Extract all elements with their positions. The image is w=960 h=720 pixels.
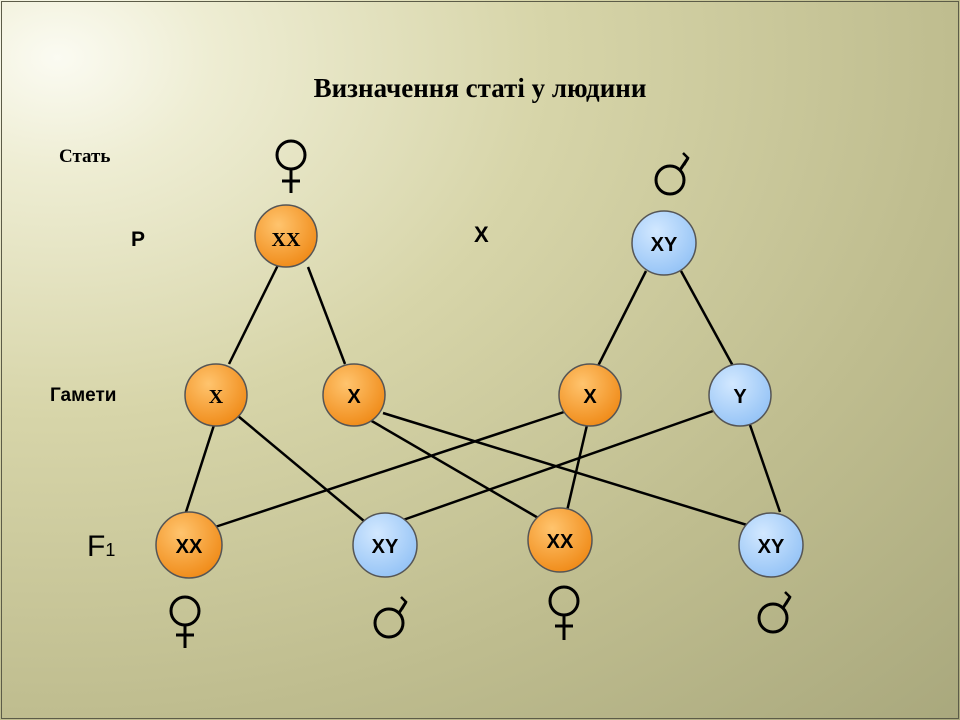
parent-male-circle [631,210,697,276]
offspring-circle [738,512,804,578]
offspring-node: XX [527,507,593,573]
offspring-node: XX [155,511,223,579]
parent-female-node: XX [254,204,318,268]
f1-row-label: F1 [87,530,115,564]
female-symbol-icon [169,595,201,648]
offspring-circle [352,512,418,578]
gamete-node: Y [708,363,772,427]
slide-title: Визначення статі у людини [313,73,647,103]
gametes-row-label: Гамети [50,385,117,406]
gamete-node: X [558,363,622,427]
offspring-genotype: XY [372,536,399,558]
f1-label-subscript: 1 [105,540,116,560]
offspring-node: XY [738,512,804,578]
offspring-node: XY [352,512,418,578]
connector-lines [184,264,782,531]
gamete-allele: X [347,386,361,408]
gamete-circle [184,363,248,427]
gamete-node: X [184,363,248,427]
connector-line [227,264,280,365]
connector-line [237,415,365,522]
male-symbol-icon [373,596,408,639]
offspring-circle [527,507,593,573]
offspring-circle [155,511,223,579]
gamete-circle [708,363,772,427]
gamete-allele: X [583,386,597,408]
connector-line [382,411,761,531]
gamete-circle [322,363,386,427]
gamete-allele: Y [733,386,747,408]
gamete-circle [558,363,622,427]
connector-line [211,410,565,530]
gamete-allele: X [209,386,224,408]
parents-row-label: P [131,228,146,251]
cross-sign: X [474,222,489,247]
connector-line [748,424,782,513]
parent-male-node: XY [631,210,697,276]
female-symbol-icon [275,139,307,193]
connector-line [184,424,216,513]
connector-line [565,424,589,512]
offspring-genotype: XX [176,536,203,558]
male-symbol-icon [757,591,792,634]
female-symbol-icon [548,585,580,640]
connector-line [402,409,714,522]
sex-row-label: Стать [59,146,111,167]
parent-female-circle [254,204,318,268]
connector-line [596,270,648,367]
connector-line [306,266,347,365]
connector-line [679,270,735,367]
parent-male-genotype: XY [651,234,678,256]
parent-female-genotype: XX [272,229,301,251]
male-symbol-icon [654,152,690,196]
gamete-node: X [322,363,386,427]
connector-line [369,418,541,521]
offspring-genotype: XY [758,536,785,558]
f1-label-main: F [87,530,106,563]
offspring-genotype: XX [547,531,574,553]
